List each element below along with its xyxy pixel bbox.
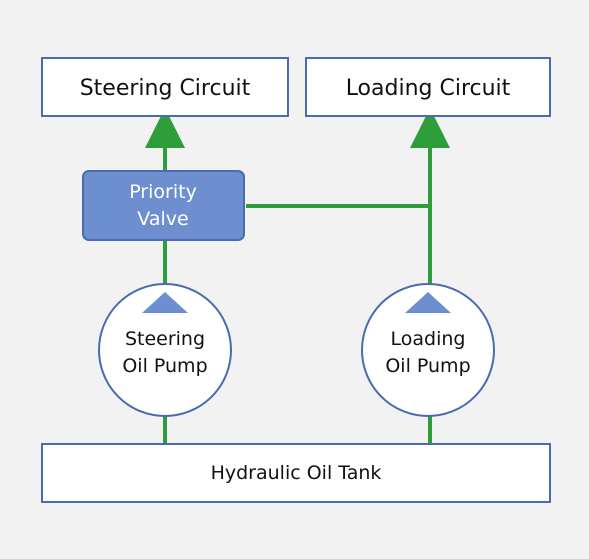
steering-pump-triangle-icon [142,292,188,313]
steering-circuit-label: Steering Circuit [80,76,251,101]
loading-pump-label-line1: Loading [391,328,466,350]
priority-valve: Priority Valve [82,170,245,241]
loading-circuit-box: Loading Circuit [305,57,551,117]
priority-valve-label-line1: Priority [129,181,197,203]
steering-circuit-box: Steering Circuit [41,57,289,117]
loading-oil-pump: Loading Oil Pump [361,283,495,417]
hydraulic-oil-tank-label: Hydraulic Oil Tank [211,462,382,484]
steering-oil-pump: Steering Oil Pump [98,283,232,417]
loading-pump-label-line2: Oil Pump [385,355,470,377]
hydraulic-oil-tank: Hydraulic Oil Tank [41,443,551,503]
priority-valve-label-line2: Valve [137,208,188,230]
loading-pump-triangle-icon [405,292,451,313]
steering-pump-label-line1: Steering [125,328,205,350]
steering-pump-label-line2: Oil Pump [122,355,207,377]
loading-circuit-label: Loading Circuit [346,76,511,101]
